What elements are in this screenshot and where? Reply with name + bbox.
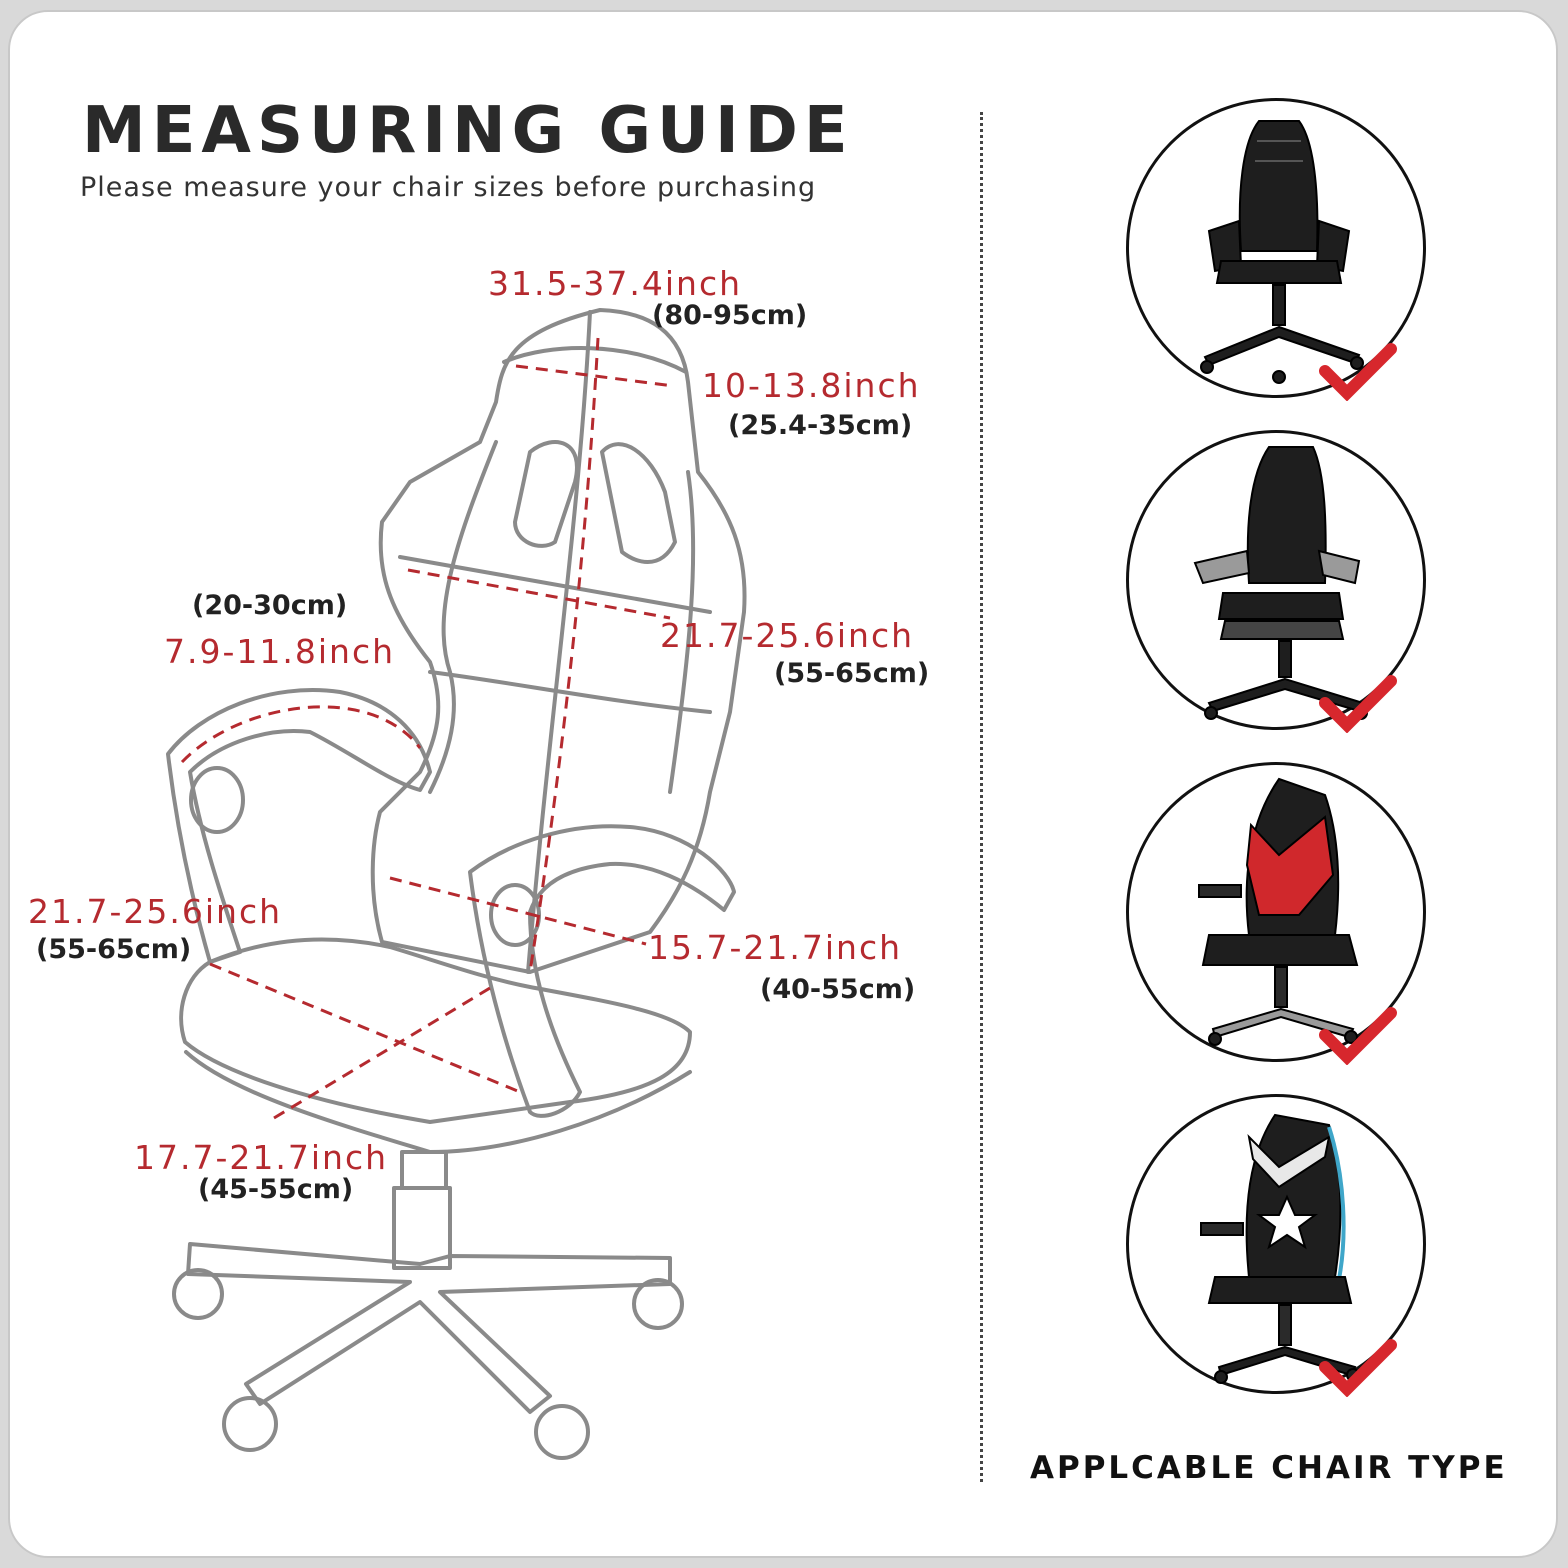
backrest-outline <box>370 308 747 974</box>
seat-width-inch: 21.7-25.6inch <box>28 892 283 931</box>
seat-depth-cm: (45-55cm) <box>198 1174 354 1205</box>
check-icon <box>1319 1339 1397 1397</box>
seat-outline <box>179 937 692 1124</box>
headrest-width-line <box>515 364 675 388</box>
headrest-width-cm: (25.4-35cm) <box>728 410 913 441</box>
headrest-height-inch: 31.5-37.4inch <box>488 264 743 303</box>
chair-type-3 <box>1126 762 1426 1065</box>
lower-back-width-line <box>389 876 647 946</box>
dotted-divider <box>980 112 983 1482</box>
armrest-right <box>468 824 736 1118</box>
backrest-width-line <box>407 568 671 620</box>
applicable-chair-type-label: APPLCABLE CHAIR TYPE <box>1030 1450 1508 1486</box>
chair-base <box>186 1242 672 1414</box>
page-subtitle: Please measure your chair sizes before p… <box>80 172 817 203</box>
chair-image-3 <box>1198 777 1397 1065</box>
chair-type-2 <box>1126 430 1426 733</box>
backrest-width-inch: 21.7-25.6inch <box>660 616 915 655</box>
guide-card: MEASURING GUIDE Please measure your chai… <box>8 10 1558 1558</box>
chair-type-4 <box>1126 1094 1426 1397</box>
chair-type-1 <box>1126 98 1426 401</box>
headrest-width-inch: 10-13.8inch <box>702 366 921 405</box>
lower-back-width-inch: 15.7-21.7inch <box>648 928 903 967</box>
seat-width-line <box>209 962 521 1094</box>
backrest-width-cm: (55-65cm) <box>774 658 930 689</box>
shoulder-hole-right <box>600 442 677 564</box>
seat-depth-inch: 17.7-21.7inch <box>134 1138 389 1177</box>
page-title: MEASURING GUIDE <box>82 94 854 168</box>
shoulder-hole-left <box>513 440 579 548</box>
check-icon <box>1319 1007 1397 1065</box>
armrest-length-cm: (20-30cm) <box>192 590 348 621</box>
chair-image-2 <box>1193 446 1397 733</box>
armrest-length-inch: 7.9-11.8inch <box>164 632 396 671</box>
headrest-height-cm: (80-95cm) <box>652 300 808 331</box>
armrest-left <box>166 688 432 964</box>
chair-image-4 <box>1200 1113 1397 1397</box>
chair-image-1 <box>1200 120 1397 401</box>
measurement-lines <box>180 337 675 1120</box>
chair-outline-diagram <box>166 308 747 1460</box>
lower-back-width-cm: (40-55cm) <box>760 974 916 1005</box>
check-icon <box>1319 343 1397 401</box>
seat-depth-line <box>273 986 491 1120</box>
check-icon <box>1319 675 1397 733</box>
seat-width-cm: (55-65cm) <box>36 934 192 965</box>
headrest-outline <box>502 346 688 374</box>
